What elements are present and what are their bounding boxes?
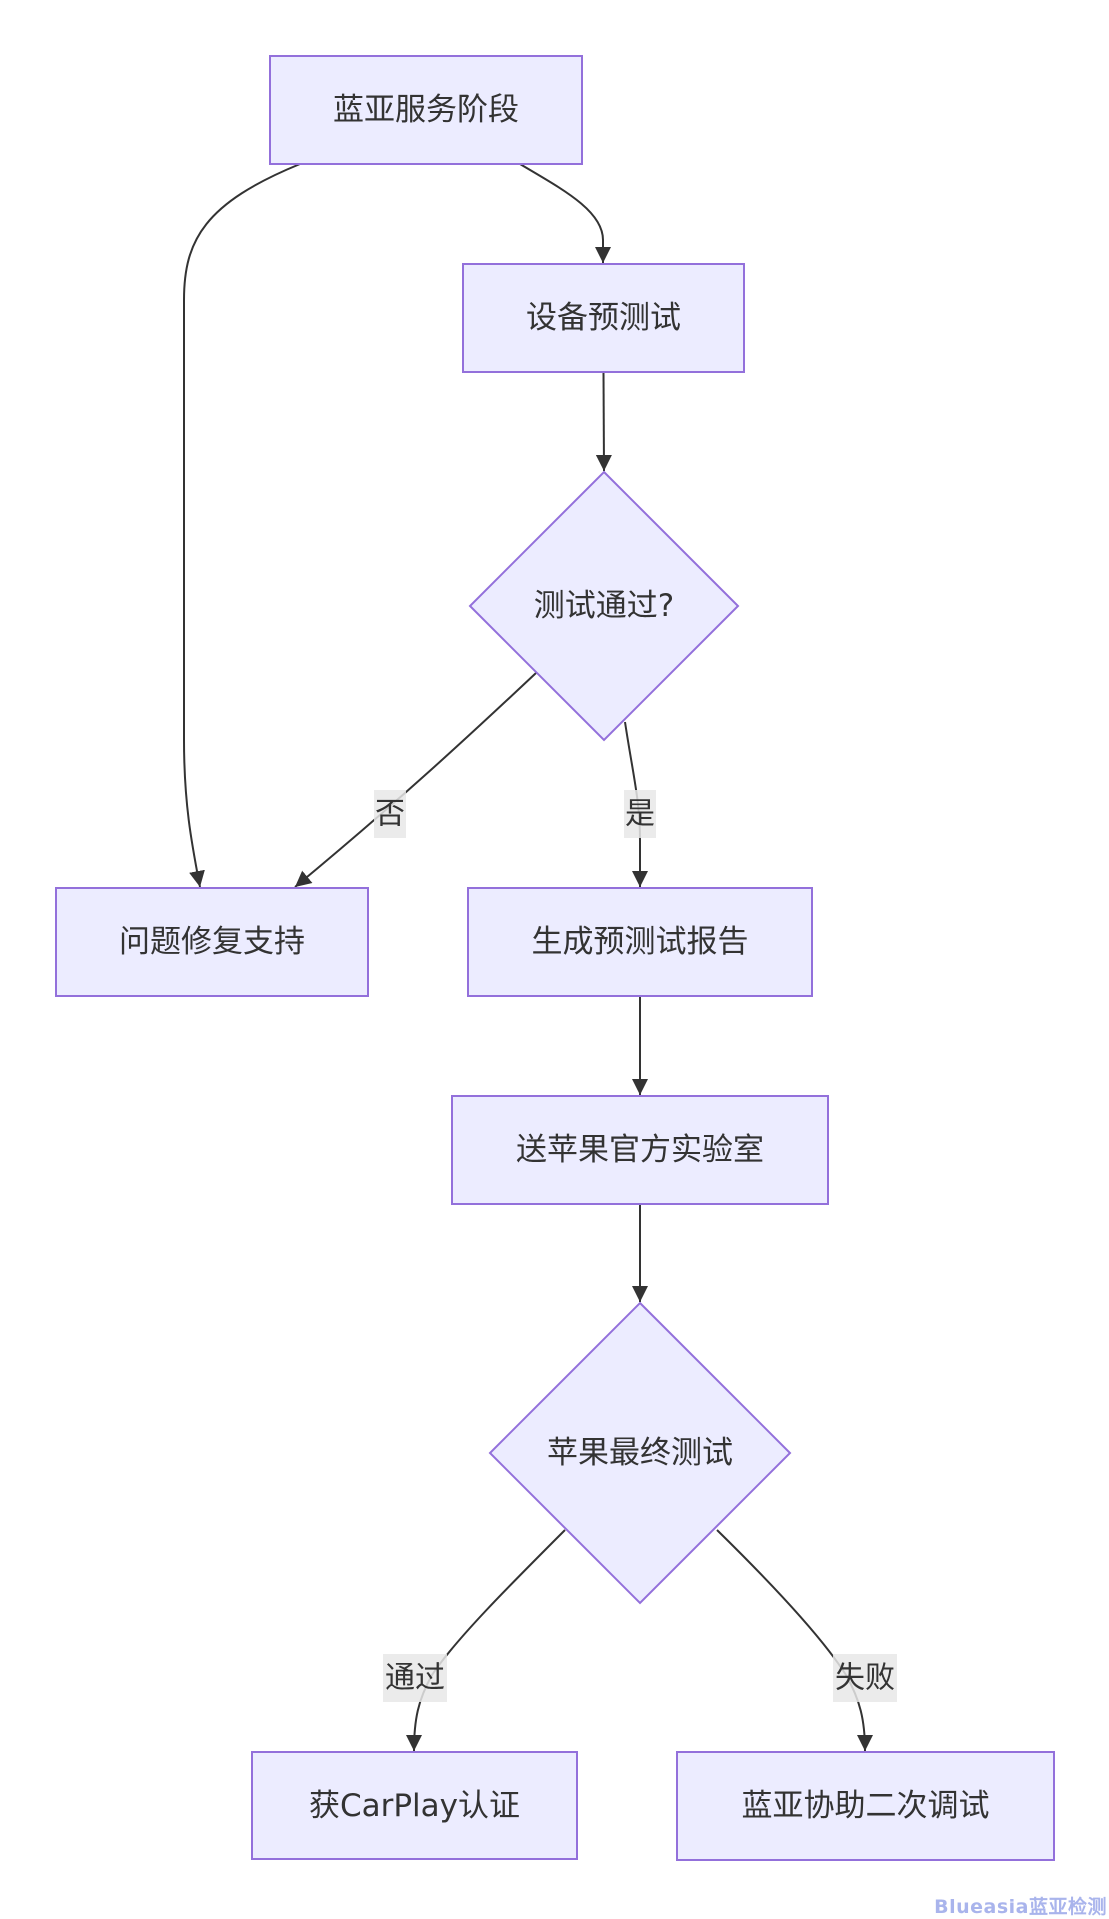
node-box xyxy=(676,1751,1055,1861)
edge-label-text: 是 xyxy=(625,797,655,832)
edge-label-background xyxy=(624,790,656,838)
edge-final-fail-to-debug xyxy=(716,1529,873,1752)
node-device-pretest: 设备预测试 xyxy=(462,263,745,373)
node-box xyxy=(467,887,813,997)
edge-label-no: 否 xyxy=(374,790,406,838)
edge-service-to-pretest xyxy=(519,163,611,263)
edge-label-text: 通过 xyxy=(385,1661,445,1696)
edge-label-text: 失败 xyxy=(835,1661,895,1696)
node-apple-final-test-decision: 苹果最终测试 xyxy=(488,1301,792,1605)
node-label: 苹果最终测试 xyxy=(547,1435,733,1471)
edge-label-background xyxy=(374,790,406,838)
node-box xyxy=(251,1751,578,1860)
decision-diamond xyxy=(488,1301,792,1605)
edge-label-yes: 是 xyxy=(624,790,656,838)
node-box xyxy=(55,887,369,997)
node-label: 测试通过? xyxy=(534,588,674,624)
node-send-apple-lab: 送苹果官方实验室 xyxy=(451,1095,829,1205)
node-label: 生成预测试报告 xyxy=(532,924,749,960)
edge-label-fail: 失败 xyxy=(833,1654,897,1702)
edge-label-pass: 通过 xyxy=(383,1654,447,1702)
node-label: 蓝亚协助二次调试 xyxy=(742,1788,990,1824)
node-fix-support: 问题修复支持 xyxy=(55,887,369,997)
edge-final-pass-to-certification xyxy=(406,1529,566,1752)
edge-decision-no-to-fix-support xyxy=(294,672,537,888)
node-label: 设备预测试 xyxy=(526,300,681,336)
watermark: Blueasia蓝亚检测 xyxy=(934,1896,1107,1918)
node-box xyxy=(462,263,745,373)
edge-label-text: 否 xyxy=(375,797,405,832)
node-label: 送苹果官方实验室 xyxy=(516,1132,764,1168)
node-box xyxy=(269,55,583,165)
node-label: 问题修复支持 xyxy=(119,924,305,960)
decision-diamond xyxy=(468,470,740,742)
node-secondary-debug: 蓝亚协助二次调试 xyxy=(676,1751,1055,1861)
node-generate-report: 生成预测试报告 xyxy=(467,887,813,997)
edge-label-background xyxy=(383,1654,447,1702)
node-label: 获CarPlay认证 xyxy=(309,1788,520,1824)
edge-service-to-fix-support xyxy=(183,163,301,888)
node-carplay-certification: 获CarPlay认证 xyxy=(251,1751,578,1860)
edge-pretest-to-decision xyxy=(595,371,612,472)
node-box xyxy=(451,1095,829,1205)
edge-label-background xyxy=(833,1654,897,1702)
node-test-passed-decision: 测试通过? xyxy=(468,470,740,742)
node-label: 蓝亚服务阶段 xyxy=(333,92,519,128)
node-service-stage: 蓝亚服务阶段 xyxy=(269,55,583,165)
